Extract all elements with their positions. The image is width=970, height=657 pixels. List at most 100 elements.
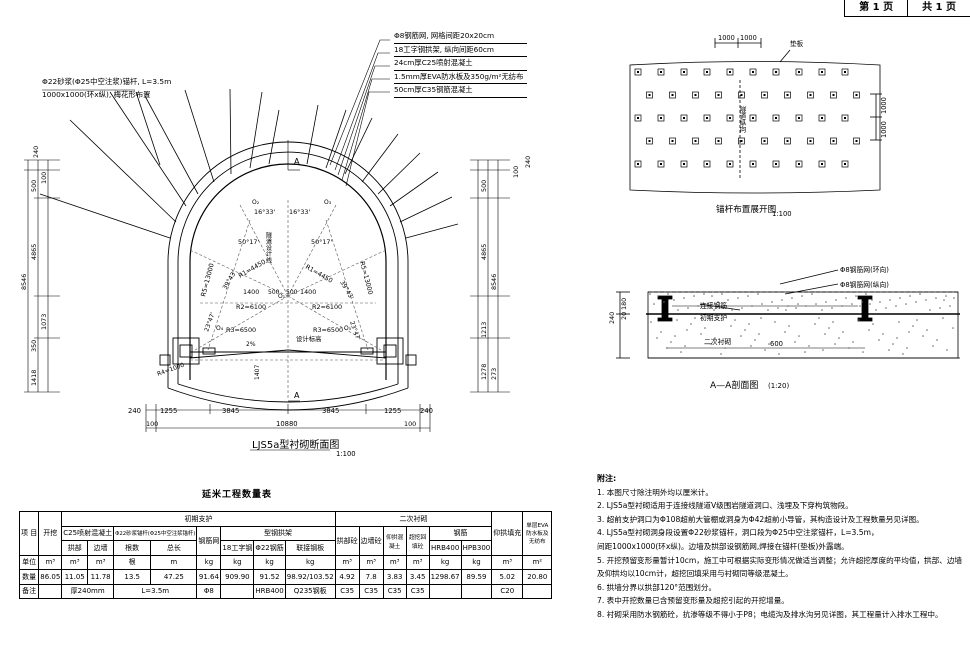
section-scale: 1:100 xyxy=(336,450,356,458)
concrete-dot xyxy=(899,297,901,299)
bolt-head xyxy=(821,163,823,165)
svg-text:O₅: O₅ xyxy=(344,325,352,332)
svg-text:初期支护: 初期支护 xyxy=(700,313,727,322)
svg-text:Φ8钢筋网(环向): Φ8钢筋网(环向) xyxy=(840,265,889,274)
concrete-dot xyxy=(852,341,854,343)
bolt-head xyxy=(763,140,766,142)
bolt-head xyxy=(671,140,674,142)
concrete-dot xyxy=(835,299,837,301)
bolt-plate xyxy=(841,114,849,122)
layer-4: 1.5mm厚EVA防水板及350g/m²无纺布 xyxy=(394,71,528,85)
bolt-plate xyxy=(795,68,803,76)
svg-text:240: 240 xyxy=(128,407,141,415)
svg-text:O₄: O₄ xyxy=(216,325,224,332)
concrete-dot xyxy=(758,333,760,335)
bolt-plate xyxy=(646,137,653,145)
concrete-dot xyxy=(939,307,941,309)
bolt-head xyxy=(729,163,731,165)
bolt-plate xyxy=(692,137,699,145)
note-line: 1. 本图尺寸除注明外均以厘米计。 xyxy=(597,487,713,497)
concrete-dot xyxy=(649,293,651,295)
concrete-dot xyxy=(750,345,752,347)
bolt-plate xyxy=(784,91,791,99)
svg-text:600: 600 xyxy=(770,340,783,348)
concrete-dot xyxy=(871,299,873,301)
svg-text:二次衬砌: 二次衬砌 xyxy=(704,337,731,346)
bolt-head xyxy=(809,140,812,142)
concrete-dot xyxy=(741,307,743,309)
svg-text:1000: 1000 xyxy=(880,97,888,114)
bolt-head xyxy=(706,71,708,73)
svg-text:Φ8钢筋网(纵向): Φ8钢筋网(纵向) xyxy=(840,280,889,289)
concrete-dot xyxy=(851,303,853,305)
bolt-plate xyxy=(841,68,849,76)
svg-text:500: 500 xyxy=(268,289,280,296)
concrete-dot xyxy=(713,309,715,311)
concrete-dot xyxy=(925,299,927,301)
concrete-dot xyxy=(949,305,951,307)
bolt-plate xyxy=(703,114,711,122)
bolt-plate xyxy=(841,160,849,168)
concrete-dot xyxy=(798,335,800,337)
concrete-dot xyxy=(663,301,665,303)
svg-text:1418: 1418 xyxy=(30,370,38,386)
svg-text:O₃: O₃ xyxy=(324,199,332,206)
concrete-dot xyxy=(650,321,652,323)
bolt-plate xyxy=(726,114,734,122)
concrete-dot xyxy=(674,335,676,337)
bolt-head xyxy=(683,71,685,73)
concrete-dot xyxy=(822,349,824,351)
quantity-table: 项 目 开挖 初期支护 二次衬砌 仰拱填充 单层EVA防水板及无纺布 C25喷射… xyxy=(18,511,553,599)
concrete-dot xyxy=(730,325,732,327)
concrete-dot xyxy=(760,317,762,319)
svg-text:3845: 3845 xyxy=(322,407,339,415)
svg-text:1278: 1278 xyxy=(480,364,488,380)
concrete-dot xyxy=(801,295,803,297)
bolt-plate xyxy=(657,114,665,122)
svg-text:273: 273 xyxy=(490,368,498,380)
bolt-head xyxy=(832,94,835,96)
bolt-plate xyxy=(830,137,837,145)
concrete-dot xyxy=(831,307,833,309)
bolt-plate xyxy=(795,114,803,122)
concrete-dot xyxy=(704,327,706,329)
aa-section-detail: Φ8钢筋网(环向) Φ8钢筋网(纵向) 连接钢筋 初期支护 二次衬砌 600 2… xyxy=(608,265,960,391)
concrete-dot xyxy=(686,329,688,331)
concrete-dot xyxy=(818,317,820,319)
note-line: 5. 开挖预留变形量暂计10cm，施工中可根据实际变形情况做适当调整；允许超挖厚… xyxy=(597,555,963,565)
concrete-dot xyxy=(794,341,796,343)
bolt-head xyxy=(671,94,674,96)
bolt-plate xyxy=(772,68,780,76)
concrete-dot xyxy=(754,339,756,341)
svg-text:4865: 4865 xyxy=(480,244,488,260)
bolt-head xyxy=(740,94,743,96)
concrete-dot xyxy=(932,345,934,347)
svg-text:100: 100 xyxy=(512,166,520,178)
notes-title: 附注: xyxy=(597,474,617,483)
bolt-head xyxy=(775,117,777,119)
section-mark-a: A xyxy=(294,157,300,166)
svg-text:R2=6100: R2=6100 xyxy=(312,303,342,311)
concrete-dot xyxy=(834,343,836,345)
bolt-plate xyxy=(761,137,768,145)
concrete-dot xyxy=(885,307,887,309)
concrete-dot xyxy=(895,305,897,307)
concrete-dot xyxy=(808,345,810,347)
concrete-dot xyxy=(751,305,753,307)
concrete-dot xyxy=(896,337,898,339)
concrete-dot xyxy=(946,349,948,351)
concrete-dot xyxy=(724,347,726,349)
bolt-head xyxy=(844,117,846,119)
svg-text:O₂: O₂ xyxy=(252,199,260,206)
concrete-dot xyxy=(889,299,891,301)
note-line: 及仰拱均以10cm计，超挖回填采用与衬砌同等级混凝土。 xyxy=(597,569,793,579)
bolt-plate xyxy=(657,160,665,168)
plan-scale: 1:100 xyxy=(772,210,792,218)
svg-text:1400: 1400 xyxy=(243,288,259,296)
svg-text:50°17': 50°17' xyxy=(311,238,332,246)
bolt-head xyxy=(683,117,685,119)
bolt-plate xyxy=(853,91,860,99)
layer-legend: Φ8钢筋网, 网格间距20x20cm 18工字钢拱架, 纵向间距60cm 24c… xyxy=(394,30,528,98)
concrete-dot xyxy=(767,309,769,311)
page-total: 共 1 页 xyxy=(922,2,956,13)
